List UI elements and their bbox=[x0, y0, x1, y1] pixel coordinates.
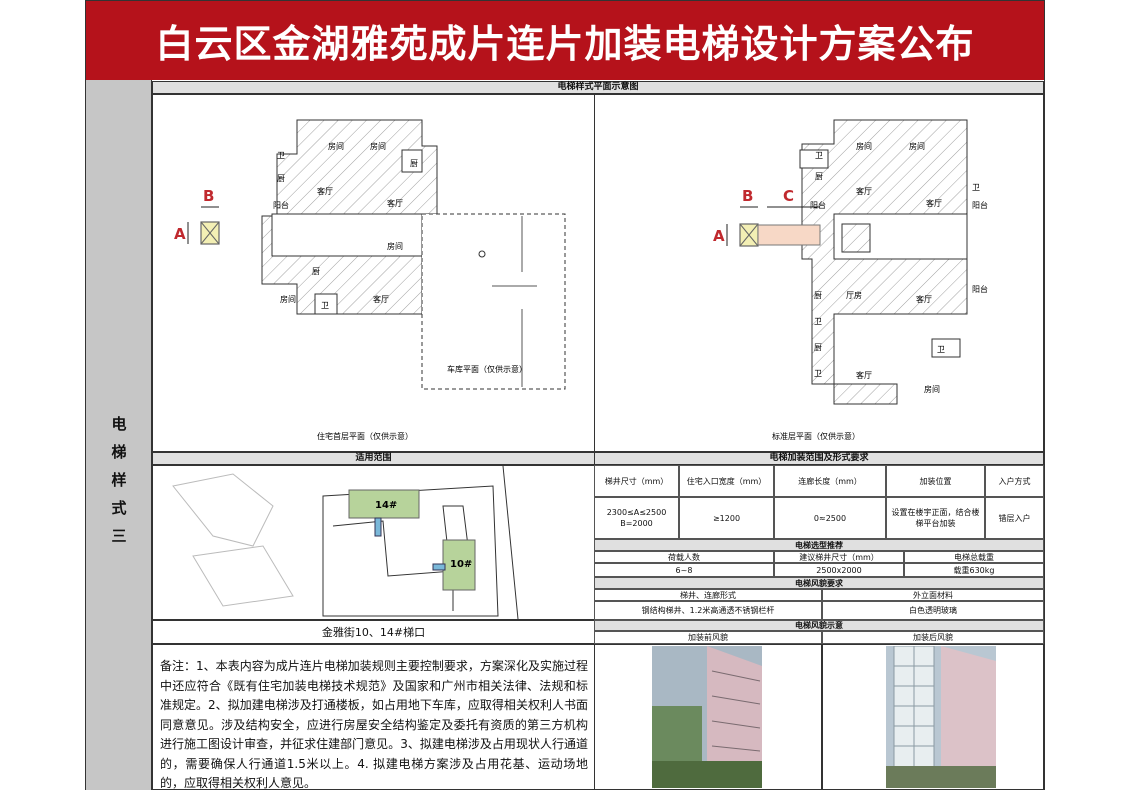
room-label: 卫 bbox=[321, 301, 329, 310]
dimension-a-label: A bbox=[713, 227, 725, 245]
room-label: 阳台 bbox=[273, 200, 289, 210]
spec-value: ≥1200 bbox=[679, 497, 774, 539]
room-label: 卫 bbox=[937, 345, 945, 354]
room-label: 客厅 bbox=[387, 198, 403, 208]
room-label: 阳台 bbox=[810, 200, 826, 210]
scope-header: 适用范围 bbox=[152, 452, 595, 465]
style-value: 钢结构梯井、1.2米高通透不锈钢栏杆 bbox=[594, 601, 822, 620]
room-label: 客厅 bbox=[856, 370, 872, 380]
room-label: 房间 bbox=[280, 294, 296, 304]
room-label: 客厅 bbox=[916, 294, 932, 304]
select-value: 2500x2000 bbox=[774, 563, 904, 577]
note-text: 备注：1、本表内容为成片连片电梯加装规则主要控制要求，方案深化及实施过程中还应符… bbox=[160, 659, 588, 790]
room-label: 卫 bbox=[815, 151, 823, 160]
standard-floor-caption: 标准层平面（仅供示意） bbox=[772, 431, 860, 441]
style-col-header: 外立面材料 bbox=[822, 589, 1044, 601]
room-label: 客厅 bbox=[373, 294, 389, 304]
side-label-char: 式 bbox=[111, 499, 127, 517]
spec-value: 0≈2500 bbox=[774, 497, 886, 539]
room-label: 房间 bbox=[909, 141, 925, 151]
spec-value: 设置在楼宇正面，结合楼梯平台加装 bbox=[886, 497, 985, 539]
scope-caption-row bbox=[152, 620, 595, 644]
corridor bbox=[757, 224, 821, 246]
photo-before-image bbox=[652, 646, 762, 788]
room-label: 卫 bbox=[814, 317, 822, 326]
side-label-char: 样 bbox=[111, 471, 127, 489]
side-label-column: 电 梯 样 式 三 bbox=[86, 80, 152, 790]
dimension-c-label: C bbox=[783, 187, 794, 205]
room-label: 阳台 bbox=[972, 284, 988, 294]
room-label: 厨 bbox=[312, 267, 320, 276]
select-col-header: 电梯总载重 bbox=[904, 551, 1044, 563]
spec-col-header: 加装位置 bbox=[886, 465, 985, 497]
room-label: 卫 bbox=[277, 151, 285, 160]
spec-header: 电梯加装范围及形式要求 bbox=[594, 452, 1044, 465]
side-label: 电 梯 样 式 三 bbox=[86, 410, 152, 550]
room-label: 客厅 bbox=[317, 186, 333, 196]
room-label: 房间 bbox=[924, 384, 940, 394]
standard-floor-plan: 房间 房间 卫 厨 客厅 客厅 阳台 卫 阳台 厨 厅房 客厅 阳台 卫 厨 卫… bbox=[713, 119, 988, 441]
room-label: 房间 bbox=[387, 241, 403, 251]
select-col-header: 建议梯井尺寸（mm） bbox=[774, 551, 904, 563]
side-label-char: 三 bbox=[111, 527, 127, 545]
page-title: 白云区金湖雅苑成片连片加装电梯设计方案公布 bbox=[86, 1, 1044, 80]
room-label: 客厅 bbox=[926, 198, 942, 208]
room-label: 客厅 bbox=[856, 186, 872, 196]
room-label: 房间 bbox=[328, 141, 344, 151]
garage-plan bbox=[421, 213, 566, 390]
ground-floor-plan: 房间 房间 卫 厨 厨 客厅 客厅 阳台 房间 厨 房间 客厅 卫 B A 车库… bbox=[174, 119, 566, 441]
select-col-header: 荷载人数 bbox=[594, 551, 774, 563]
room-label: 厨 bbox=[814, 343, 822, 352]
spec-col-header: 梯井尺寸（mm） bbox=[594, 465, 679, 497]
select-header: 电梯选型推荐 bbox=[594, 539, 1044, 551]
style-header: 电梯风貌要求 bbox=[594, 577, 1044, 589]
style-col-header: 梯井、连廊形式 bbox=[594, 589, 822, 601]
scope-caption: 金雅街10、14#梯口 bbox=[321, 626, 426, 639]
spec-col-header: 连廊长度（mm） bbox=[774, 465, 886, 497]
side-label-char: 梯 bbox=[111, 443, 127, 461]
note-panel bbox=[152, 644, 595, 790]
select-value: 6~8 bbox=[594, 563, 774, 577]
floor-plans-drawing: 房间 房间 卫 厨 厨 客厅 客厅 阳台 房间 厨 房间 客厅 卫 B A 车库… bbox=[174, 119, 988, 441]
spec-value: 错层入户 bbox=[985, 497, 1044, 539]
site-map: 14# 10# bbox=[172, 466, 519, 619]
garage-label: 车库平面（仅供示意） bbox=[447, 364, 527, 374]
style-value: 白色透明玻璃 bbox=[822, 601, 1044, 620]
plan-header: 电梯样式平面示意图 bbox=[152, 81, 1044, 94]
spec-col-header: 住宅入口宽度（mm） bbox=[679, 465, 774, 497]
photo-before-label: 加装前风貌 bbox=[594, 631, 822, 644]
side-label-char: 电 bbox=[111, 415, 127, 433]
room-label: 厅房 bbox=[846, 290, 862, 300]
building-10 bbox=[442, 539, 476, 591]
ground-floor-caption: 住宅首层平面（仅供示意） bbox=[317, 431, 413, 441]
spec-value: 2300≤A≤2500 B=2000 bbox=[594, 497, 679, 539]
dimension-a-label: A bbox=[174, 225, 186, 243]
building-10-label: 10# bbox=[450, 559, 472, 570]
room-label: 厨 bbox=[277, 174, 285, 183]
building-14-label: 14# bbox=[375, 500, 397, 511]
room-label: 阳台 bbox=[972, 200, 988, 210]
select-value: 载重630kg bbox=[904, 563, 1044, 577]
room-label: 卫 bbox=[972, 183, 980, 192]
dimension-b-label: B bbox=[203, 187, 214, 205]
room-label: 厨 bbox=[815, 172, 823, 181]
photo-after-image bbox=[886, 646, 996, 788]
room-label: 房间 bbox=[856, 141, 872, 151]
photo-after-label: 加装后风貌 bbox=[822, 631, 1044, 644]
room-label: 房间 bbox=[370, 141, 386, 151]
building-14 bbox=[348, 489, 420, 519]
dimension-b-label: B bbox=[742, 187, 753, 205]
room-label: 厨 bbox=[814, 291, 822, 300]
room-label: 厨 bbox=[410, 159, 418, 168]
spec-col-header: 入户方式 bbox=[985, 465, 1044, 497]
photo-header: 电梯风貌示意 bbox=[594, 620, 1044, 631]
room-label: 卫 bbox=[814, 369, 822, 378]
